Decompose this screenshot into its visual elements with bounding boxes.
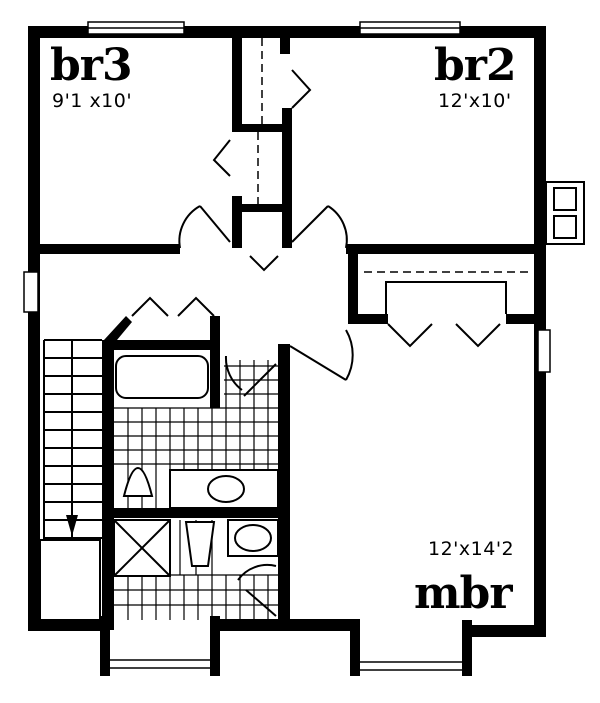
- toilet-2: [184, 521, 216, 567]
- window-mbr-side: [537, 329, 551, 373]
- sink: [207, 475, 245, 503]
- sink-2: [234, 524, 272, 552]
- window-hall: [23, 271, 39, 313]
- chimney: [545, 181, 585, 245]
- stairs: [39, 339, 102, 621]
- room-label-br2: br2: [434, 40, 517, 91]
- stairs-down-arrow: [66, 515, 78, 536]
- bathtub: [115, 355, 209, 399]
- room-dimensions-br3: 9'1 x10': [52, 90, 133, 112]
- bath-fixtures: [113, 355, 279, 577]
- room-label-br3: br3: [50, 40, 133, 91]
- interior-walls: [40, 34, 536, 676]
- room-label-mbr: mbr: [414, 568, 513, 619]
- closet-shelf: [385, 281, 507, 314]
- room-dimensions-br2: 12'x10': [438, 90, 512, 112]
- windows: [23, 21, 551, 373]
- doors: [131, 69, 501, 617]
- closet-rails: [257, 38, 530, 273]
- toilet: [122, 467, 154, 497]
- bottom-windows: [110, 659, 462, 671]
- room-dimensions-mbr: 12'x14'2: [428, 538, 515, 560]
